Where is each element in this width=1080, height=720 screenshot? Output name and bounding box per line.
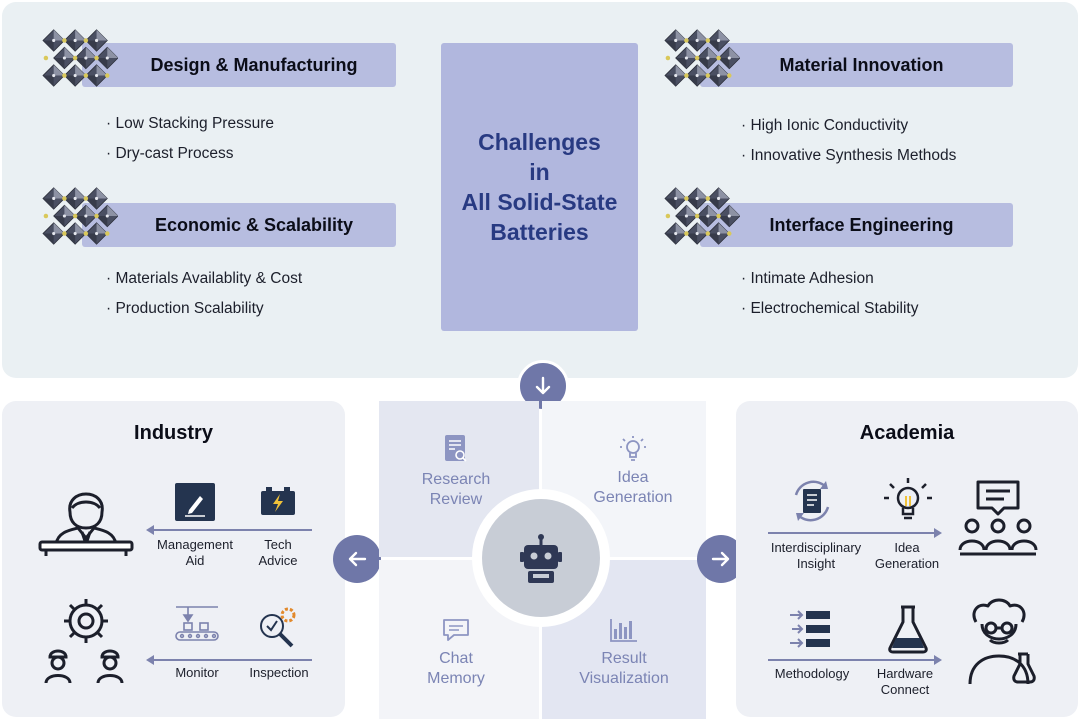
- lightbulb-icon: [884, 478, 932, 520]
- material-innovation-pill: Material Innovation: [700, 43, 1013, 87]
- flow-icon: [790, 610, 830, 648]
- battery-icon: [261, 487, 295, 515]
- inspection-label: Inspection: [249, 665, 309, 680]
- scientist-icon: [968, 598, 1036, 685]
- bullet-item: · Electrochemical Stability: [741, 300, 919, 317]
- material-innovation-bullets: · High Ionic Conductivity · Innovative S…: [741, 111, 956, 171]
- left-arrow-button: [333, 535, 381, 583]
- magnifier-gear-icon: [260, 607, 296, 648]
- flow-arrow: [768, 528, 942, 538]
- interdisciplinary-insight-label: Interdisciplinary Insight: [770, 540, 862, 571]
- flow-arrow: [146, 525, 312, 535]
- methodology-label: Methodology: [774, 666, 850, 681]
- academia-title: Academia: [859, 422, 955, 444]
- center-title-line: Challenges: [478, 129, 601, 155]
- challenges-center-box: Challenges in All Solid-State Batteries: [441, 43, 638, 331]
- flow-arrow: [146, 655, 312, 665]
- chat-memory-label: Chat Memory: [427, 650, 485, 687]
- design-manufacturing-pill: Design & Manufacturing: [82, 43, 396, 87]
- bullet-item: · Innovative Synthesis Methods: [741, 147, 957, 164]
- idea-generation-label: Idea Generation: [874, 540, 940, 571]
- meeting-icon: [958, 480, 1038, 556]
- flow-arrow: [768, 655, 942, 665]
- center-title-line: in: [529, 159, 550, 185]
- flask-icon: [888, 605, 928, 654]
- down-arrow-icon: [535, 376, 551, 395]
- pen-icon: [175, 483, 215, 521]
- research-review-label: Research Review: [421, 471, 491, 508]
- tech-advice-label: Tech Advice: [258, 537, 298, 568]
- industry-panel: [2, 401, 345, 717]
- crystal-structure-icon: [664, 186, 740, 246]
- bullet-item: · Intimate Adhesion: [741, 270, 874, 287]
- document-cycle-icon: [794, 480, 830, 522]
- crystal-structure-icon: [42, 28, 118, 88]
- result-visualization-label: Result Visualization: [579, 650, 669, 687]
- result-visualization-item: Result Visualization: [546, 617, 702, 689]
- chat-memory-item: Chat Memory: [379, 617, 533, 689]
- crystal-structure-icon: [42, 186, 118, 246]
- bar-chart-icon: [610, 619, 637, 642]
- conveyor-icon: [175, 606, 219, 641]
- design-manufacturing-title: Design & Manufacturing: [150, 54, 358, 75]
- interface-engineering-title: Interface Engineering: [769, 214, 954, 235]
- bullet-item: · Low Stacking Pressure: [106, 115, 274, 132]
- economic-scalability-pill: Economic & Scalability: [82, 203, 396, 247]
- crystal-structure-icon: [664, 28, 740, 88]
- interface-engineering-bullets: · Intimate Adhesion · Electrochemical St…: [741, 264, 918, 324]
- economic-scalability-bullets: · Materials Availablity & Cost · Product…: [106, 264, 302, 324]
- robot-hub: [482, 499, 600, 617]
- center-title-line: All Solid-State: [461, 189, 618, 215]
- material-innovation-title: Material Innovation: [779, 54, 944, 75]
- design-manufacturing-bullets: · Low Stacking Pressure · Dry-cast Proce…: [106, 109, 274, 169]
- research-review-item: Research Review: [379, 434, 533, 510]
- industry-title: Industry: [134, 422, 213, 444]
- bullet-item: · Dry-cast Process: [106, 145, 234, 162]
- interface-engineering-pill: Interface Engineering: [700, 203, 1013, 247]
- hardware-connect-label: Hardware Connect: [876, 666, 934, 697]
- management-aid-label: Management Aid: [157, 537, 233, 568]
- chat-icon: [443, 619, 469, 641]
- monitor-label: Monitor: [175, 665, 219, 680]
- idea-generation-label: Idea Generation: [593, 469, 673, 506]
- idea-generation-item: Idea Generation: [552, 434, 714, 508]
- bullet-item: · Production Scalability: [106, 300, 264, 317]
- gear-workers-icon: [44, 599, 124, 684]
- economic-scalability-title: Economic & Scalability: [154, 214, 354, 235]
- left-arrow-icon: [348, 551, 367, 567]
- right-arrow-icon: [711, 551, 730, 567]
- bullet-item: · Materials Availablity & Cost: [106, 270, 303, 287]
- lightbulb-icon: [620, 436, 646, 461]
- robot-icon: [520, 534, 562, 583]
- document-search-icon: [445, 435, 467, 462]
- center-title-line: Batteries: [490, 219, 589, 245]
- manager-icon: [38, 492, 134, 556]
- bullet-item: · High Ionic Conductivity: [741, 117, 909, 134]
